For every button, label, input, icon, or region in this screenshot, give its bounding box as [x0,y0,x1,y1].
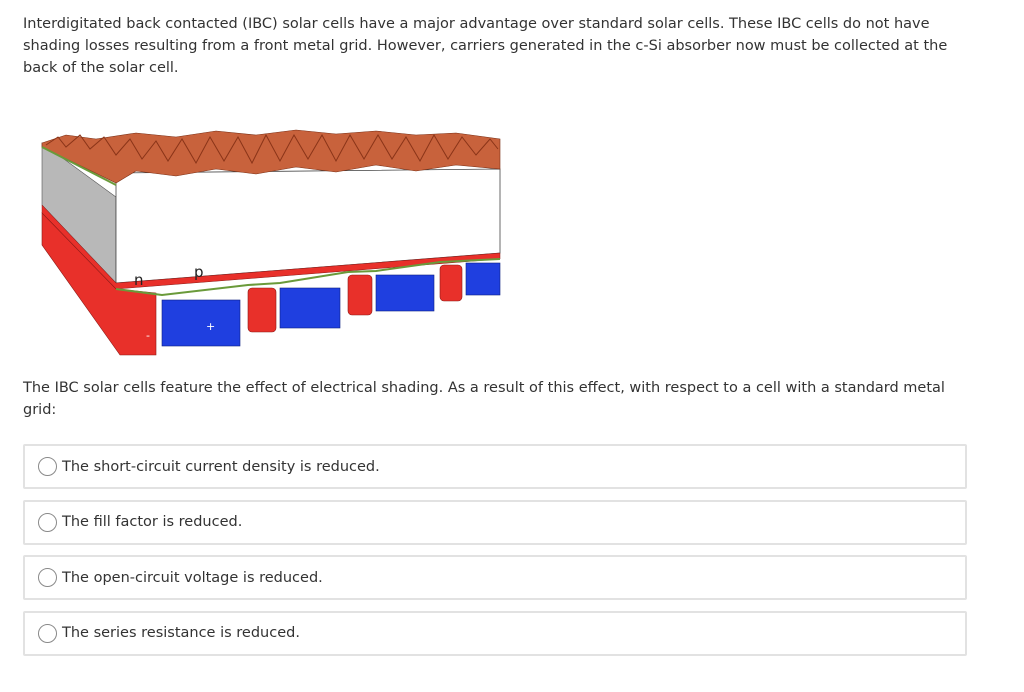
radio-button-icon[interactable] [38,512,57,532]
answer-option-label: The short-circuit current density is red… [62,458,380,475]
passivation-back [115,258,501,297]
radio-button-icon[interactable] [38,623,57,643]
red-contact-2 [247,287,277,333]
answer-option-label: The open-circuit voltage is reduced. [62,569,323,586]
radio-button-icon[interactable] [38,568,57,587]
answer-option-label: The series resistance is reduced. [62,625,300,641]
label-n: n [134,271,144,289]
ibc-solar-cell-diagram: n p - + [41,129,501,356]
answer-option[interactable]: The fill factor is reduced. [23,499,967,545]
answer-option[interactable]: The open-circuit voltage is reduced. [23,555,967,600]
blue-contact-3 [375,274,435,312]
intro-text: Interdigitated back contacted (IBC) sola… [23,16,948,76]
blue-contact-1 [161,299,241,347]
sign-minus: - [146,329,150,342]
blue-contact-2 [279,287,341,329]
answer-options: The short-circuit current density is red… [23,444,967,666]
red-contact-3 [347,274,373,316]
answer-option[interactable]: The series resistance is reduced. [23,610,967,656]
answer-option-label: The fill factor is reduced. [62,514,243,530]
sign-plus: + [206,320,215,333]
question-text: The IBC solar cells feature the effect o… [23,380,945,418]
answer-option[interactable]: The short-circuit current density is red… [23,444,967,489]
textured-front-surface [41,129,501,184]
blue-contact-4 [465,262,501,296]
label-p: p [194,263,204,281]
passivation-front [41,146,117,186]
texture-ridges [45,133,499,165]
radio-button-icon[interactable] [38,457,57,476]
red-contact-4 [439,264,463,302]
